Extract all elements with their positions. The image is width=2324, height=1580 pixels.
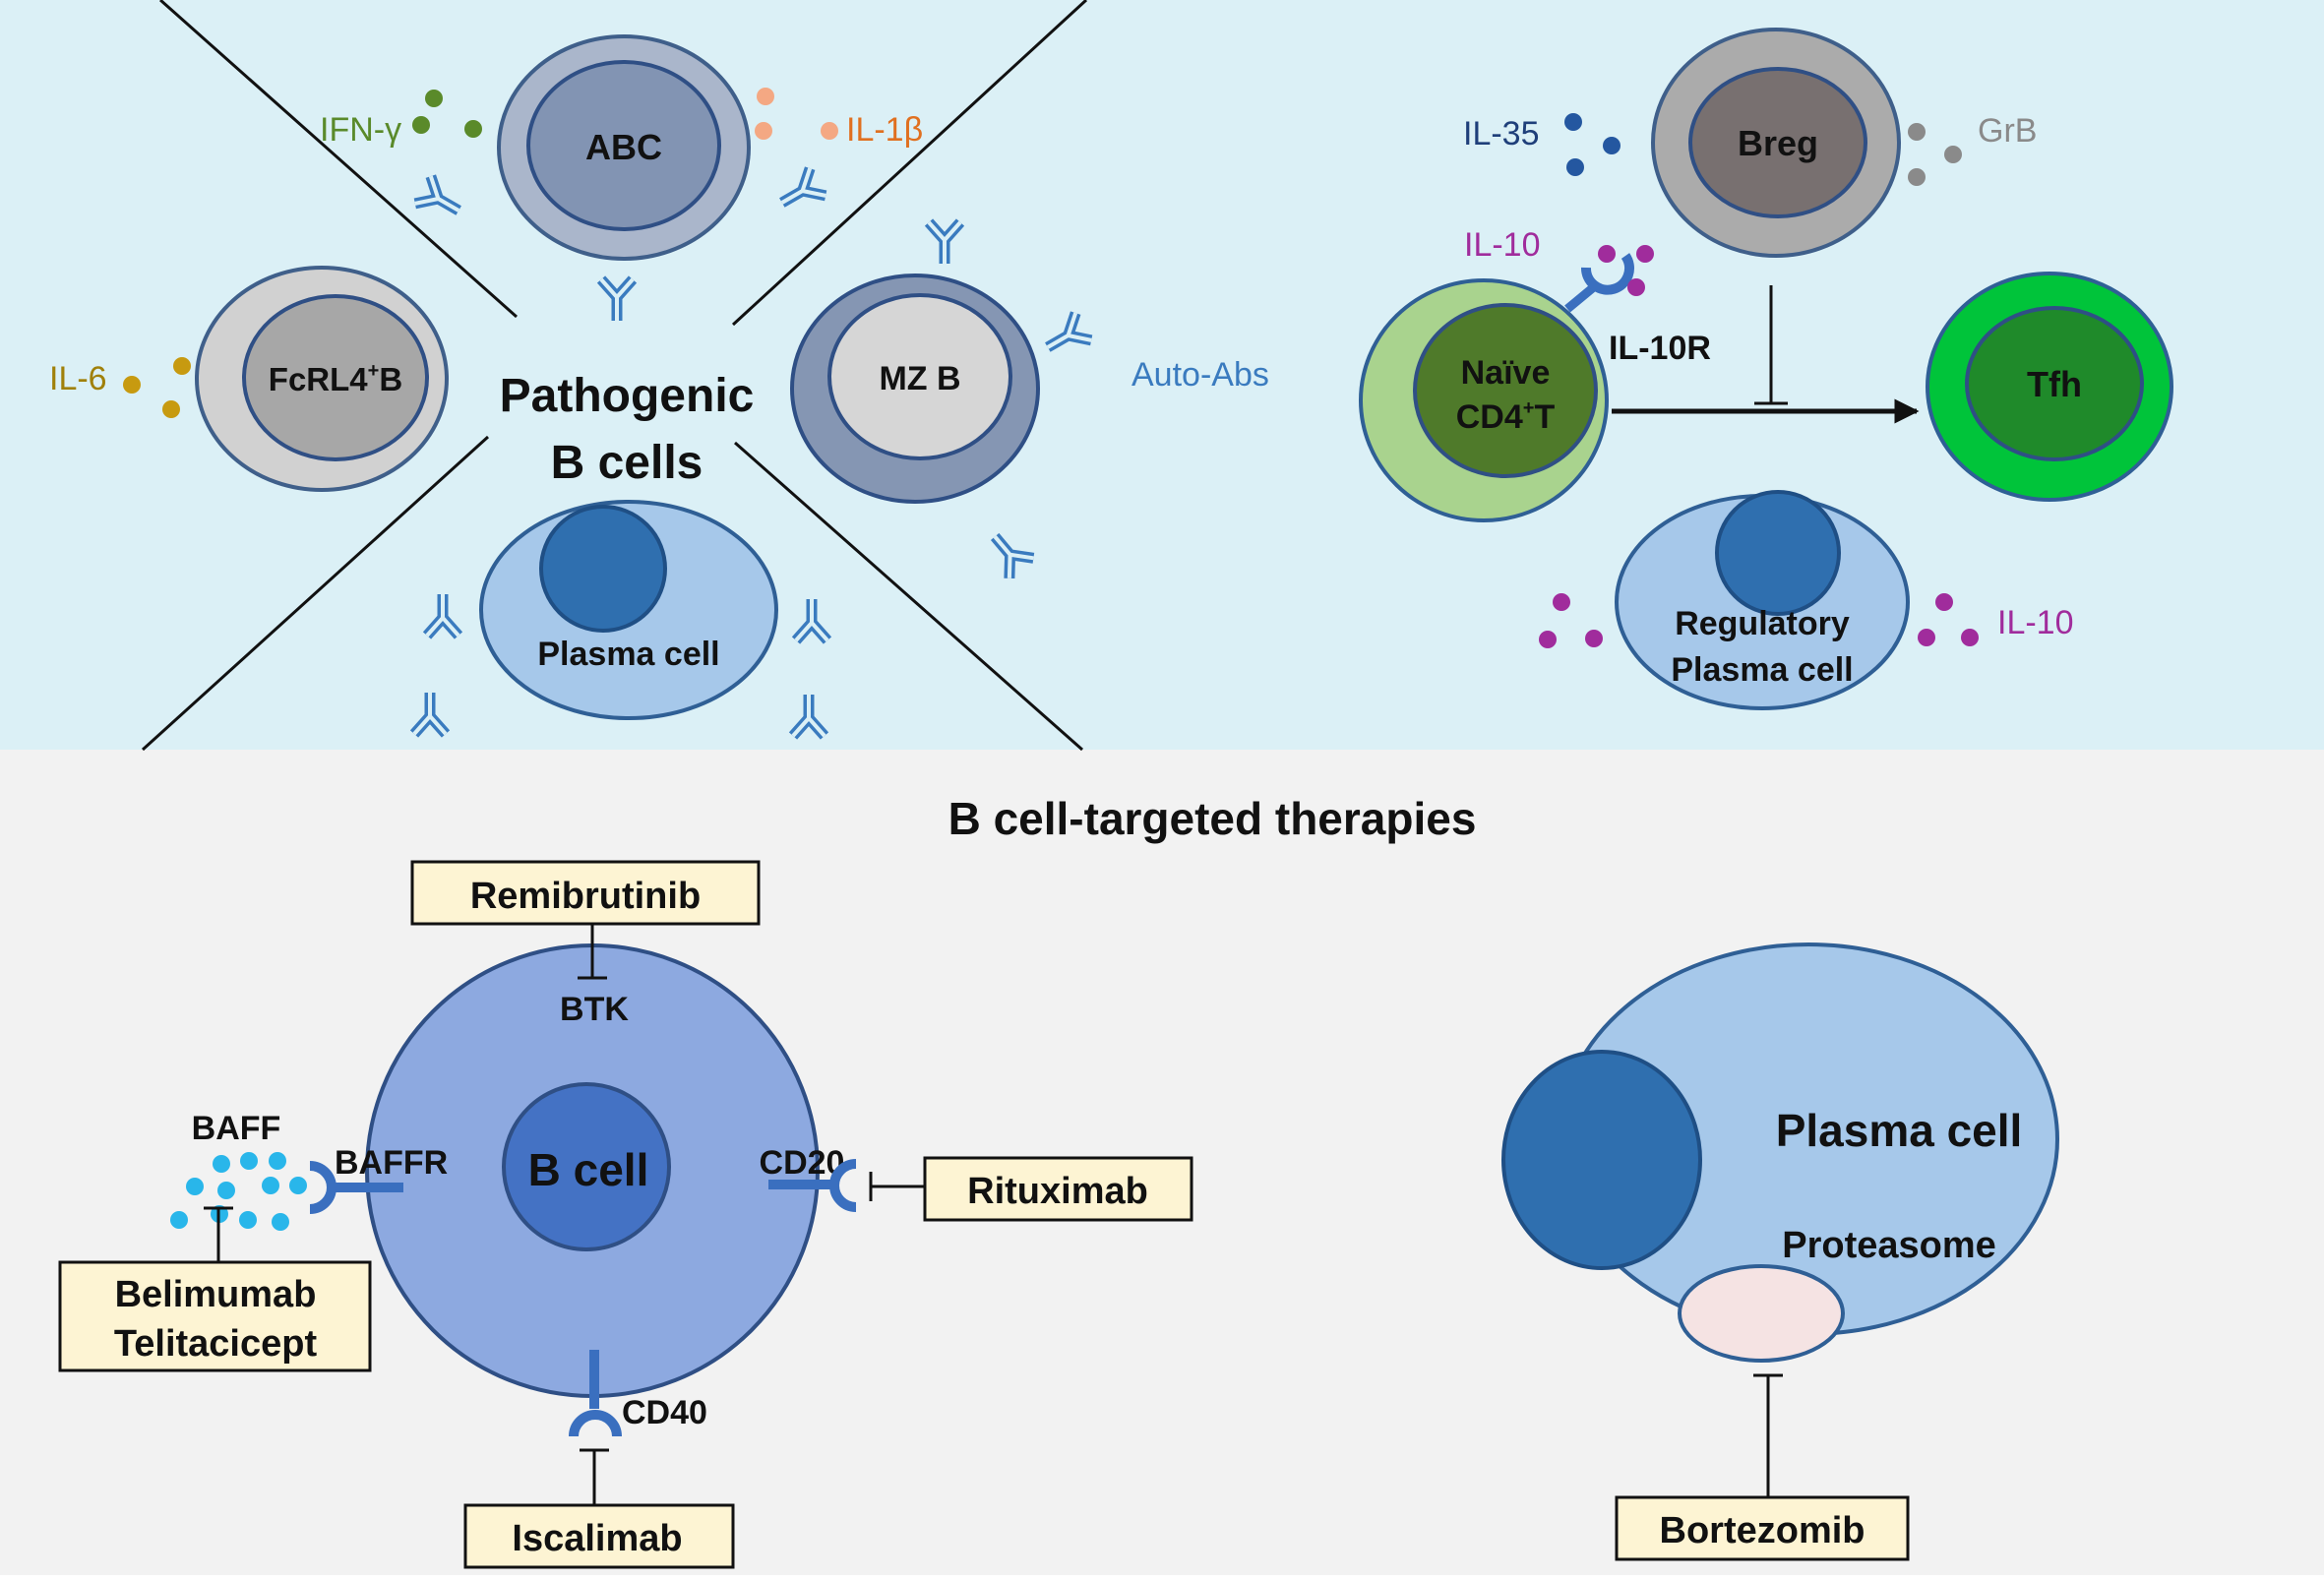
il35-label: IL-35 <box>1463 115 1540 152</box>
abc-label: ABC <box>585 127 662 167</box>
breg-cell: Breg <box>1651 28 1901 258</box>
auto-abs-label: Auto-Abs <box>1131 356 1269 394</box>
rituximab-label: Rituximab <box>967 1171 1148 1212</box>
b-cell-label: B cell <box>528 1144 649 1195</box>
ifn-gamma-label: IFN-γ <box>320 111 401 149</box>
cd20-label: CD20 <box>760 1144 845 1182</box>
mz-b-label: MZ B <box>879 360 960 397</box>
il10-dots-left <box>1539 593 1603 648</box>
remibrutinib-label: Remibrutinib <box>470 876 701 917</box>
plasma-cell-bottom: Plasma cell Proteasome <box>1501 942 2059 1363</box>
baffr-label: BAFFR <box>335 1144 448 1182</box>
il10-dots-top <box>1598 245 1654 296</box>
therapies-panel: B cell-targeted therapies B cell Remibru… <box>58 793 2059 1569</box>
fcrl4-b-label: FcRL4+B <box>269 360 402 397</box>
il35-dots <box>1564 113 1621 176</box>
remibrutinib-box <box>410 860 761 926</box>
baffr-receptor-icon <box>309 1161 403 1214</box>
pathogenic-b-cells-panel: ABC FcRL4+B MZ B Plasma cell Pathogenic … <box>49 0 1269 752</box>
telitacicept-label: Telitacicept <box>114 1323 318 1365</box>
il10r-receptor-icon <box>1564 253 1634 313</box>
naive-cd4-label: CD4+T <box>1456 397 1556 436</box>
iscalimab-label: Iscalimab <box>512 1518 682 1559</box>
il10-dots-right <box>1918 593 1979 646</box>
divider-line <box>159 0 518 319</box>
regulatory-plasma-cell: Regulatory Plasma cell <box>1615 490 1910 710</box>
mz-b-cell: MZ B <box>790 273 1040 504</box>
abc-cell: ABC <box>497 34 751 261</box>
breg-label: Breg <box>1738 123 1818 163</box>
il6-label: IL-6 <box>49 360 107 397</box>
plasma-cell-label: Plasma cell <box>1776 1105 2023 1156</box>
ifn-gamma-dots <box>412 90 482 138</box>
il10r-label: IL-10R <box>1609 330 1711 367</box>
regulatory-plasma-label: Plasma cell <box>1671 651 1853 689</box>
tfh-cell: Tfh <box>1926 272 2173 502</box>
naive-label: Naïve <box>1461 354 1551 392</box>
divider-line <box>731 0 1088 327</box>
pathogenic-title: B cells <box>551 437 703 489</box>
proteasome-label: Proteasome <box>1782 1225 1996 1266</box>
iscalimab-box <box>463 1503 735 1569</box>
divider-line <box>141 435 490 752</box>
cd40-label: CD40 <box>622 1394 707 1431</box>
cd40-receptor-icon <box>569 1350 622 1437</box>
plasma-cell-top: Plasma cell <box>479 500 778 720</box>
regulatory-label: Regulatory <box>1675 605 1850 642</box>
belimumab-telitacicept-box <box>58 1260 372 1372</box>
naive-cd4-t-cell: Naïve CD4+T <box>1359 278 1609 522</box>
plasma-cell-label: Plasma cell <box>537 636 719 673</box>
therapies-title: B cell-targeted therapies <box>948 793 1477 844</box>
grb-label: GrB <box>1978 112 2037 150</box>
cd20-receptor-icon <box>768 1159 857 1212</box>
pathogenic-title: Pathogenic <box>500 370 755 422</box>
bortezomib-box <box>1615 1495 1910 1561</box>
proteasome <box>1678 1264 1845 1363</box>
il1b-label: IL-1β <box>846 111 923 149</box>
il10-label-bottom: IL-10 <box>1997 604 2074 641</box>
rituximab-box <box>923 1156 1193 1222</box>
btk-label: BTK <box>560 991 629 1028</box>
grb-dots <box>1908 123 1962 186</box>
il10-label-top: IL-10 <box>1464 226 1541 264</box>
il1b-dots <box>755 88 838 140</box>
regulatory-panel: Breg IL-35 GrB Naïve CD4+T IL-10 IL-10R <box>1359 28 2173 710</box>
divider-line <box>734 441 1083 752</box>
baff-label: BAFF <box>192 1110 281 1147</box>
belimumab-label: Belimumab <box>115 1274 317 1315</box>
tfh-label: Tfh <box>2027 364 2082 404</box>
fcrl4-b-cell: FcRL4+B <box>195 266 449 492</box>
baff-dots <box>170 1152 307 1231</box>
il6-dots <box>123 357 191 418</box>
bortezomib-label: Bortezomib <box>1660 1510 1865 1551</box>
